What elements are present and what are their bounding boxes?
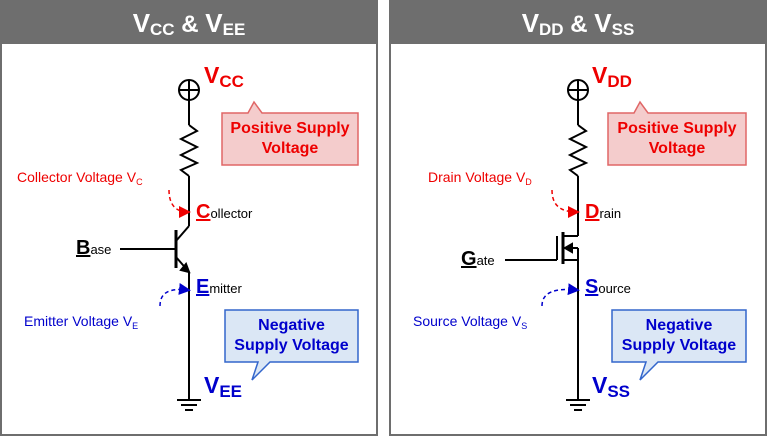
label-sub: S [521, 321, 528, 331]
collector-terminal-label: Collector [196, 201, 252, 224]
resistor-icon [567, 124, 589, 177]
resistor-icon [178, 124, 200, 177]
title-v1: V [521, 8, 540, 38]
mosfet-arrow-icon [562, 242, 573, 254]
drain-terminal-label: Drain [585, 201, 621, 224]
source-terminal-label: Source [585, 276, 631, 299]
terminal-initial: G [461, 248, 477, 270]
panel-title-vcc-vee: VCC & VEE [2, 2, 376, 44]
callout-line-2: Supply Voltage [234, 337, 349, 354]
terminal-rest: ollector [210, 206, 253, 221]
title-amp: & [563, 11, 595, 38]
terminal-initial: S [585, 276, 599, 298]
negative-callout-shape [224, 309, 359, 381]
positive-callout-shape [607, 100, 747, 166]
panel-title-vdd-vss: VDD & VSS [391, 2, 765, 44]
positive-supply-callout: Positive Supply Voltage [222, 119, 358, 159]
positive-supply-callout: Positive Supply Voltage [608, 119, 746, 159]
vss-sub: SS [607, 382, 631, 401]
title-v1: V [132, 8, 151, 38]
callout-line-2: Voltage [261, 140, 319, 157]
emitter-terminal-label: Emitter [196, 276, 242, 299]
vcc-main: V [204, 62, 220, 88]
vdd-sub: DD [607, 72, 632, 91]
negative-supply-callout: Negative Supply Voltage [612, 316, 746, 356]
negative-supply-callout: Negative Supply Voltage [225, 316, 358, 356]
label-sub: D [525, 177, 532, 187]
bjt-circuit [120, 79, 201, 411]
vdd-main: V [592, 62, 608, 88]
callout-line-1: Negative [258, 317, 325, 334]
title-sub2: SS [611, 20, 635, 39]
label-text: Source Voltage V [413, 313, 522, 329]
callout-line-1: Positive Supply [230, 120, 350, 137]
terminal-rest: ate [476, 253, 495, 268]
drain-voltage-arrow-icon [551, 189, 580, 218]
terminal-initial: B [76, 237, 91, 259]
label-sub: C [136, 177, 143, 187]
callout-line-2: Supply Voltage [621, 337, 737, 354]
bjt-emitter-arrow-icon [179, 262, 191, 274]
title-amp: & [174, 11, 206, 38]
title-sub2: EE [222, 20, 246, 39]
emitter-voltage-arrow-icon [159, 283, 191, 307]
vee-sub: EE [219, 382, 243, 401]
vdd-label: VDD [592, 62, 632, 92]
gate-terminal-label: Gate [461, 248, 495, 271]
vee-main: V [204, 372, 220, 398]
positive-callout-shape [221, 100, 359, 166]
vcc-label: VCC [204, 62, 244, 92]
label-text: Collector Voltage V [17, 169, 137, 185]
negative-callout-shape [611, 309, 747, 381]
terminal-initial: C [196, 201, 211, 223]
source-voltage-label: Source Voltage VS [413, 313, 527, 331]
collector-voltage-label: Collector Voltage VC [17, 169, 143, 187]
title-sub1: DD [539, 20, 564, 39]
callout-line-2: Voltage [648, 140, 706, 157]
terminal-rest: mitter [209, 281, 242, 296]
mosfet-circuit [505, 79, 590, 411]
base-terminal-label: Base [76, 237, 111, 260]
label-sub: E [132, 321, 139, 331]
collector-voltage-arrow-icon [168, 189, 191, 218]
callout-line-1: Negative [645, 317, 713, 334]
terminal-rest: rain [599, 206, 622, 221]
vcc-sub: CC [219, 72, 244, 91]
title-v2: V [594, 8, 612, 38]
title-sub1: CC [150, 20, 175, 39]
label-text: Drain Voltage V [428, 169, 526, 185]
vss-label: VSS [592, 372, 630, 402]
source-voltage-arrow-icon [541, 283, 580, 307]
bjt-collector-leg [175, 225, 190, 242]
emitter-voltage-label: Emitter Voltage VE [24, 313, 138, 331]
label-text: Emitter Voltage V [24, 313, 133, 329]
vee-label: VEE [204, 372, 242, 402]
terminal-initial: E [196, 276, 210, 298]
terminal-rest: ource [598, 281, 631, 296]
drain-voltage-label: Drain Voltage VD [428, 169, 532, 187]
title-v2: V [205, 8, 223, 38]
callout-line-1: Positive Supply [617, 120, 737, 137]
terminal-rest: ase [90, 242, 112, 257]
terminal-initial: D [585, 201, 600, 223]
vss-main: V [592, 372, 608, 398]
